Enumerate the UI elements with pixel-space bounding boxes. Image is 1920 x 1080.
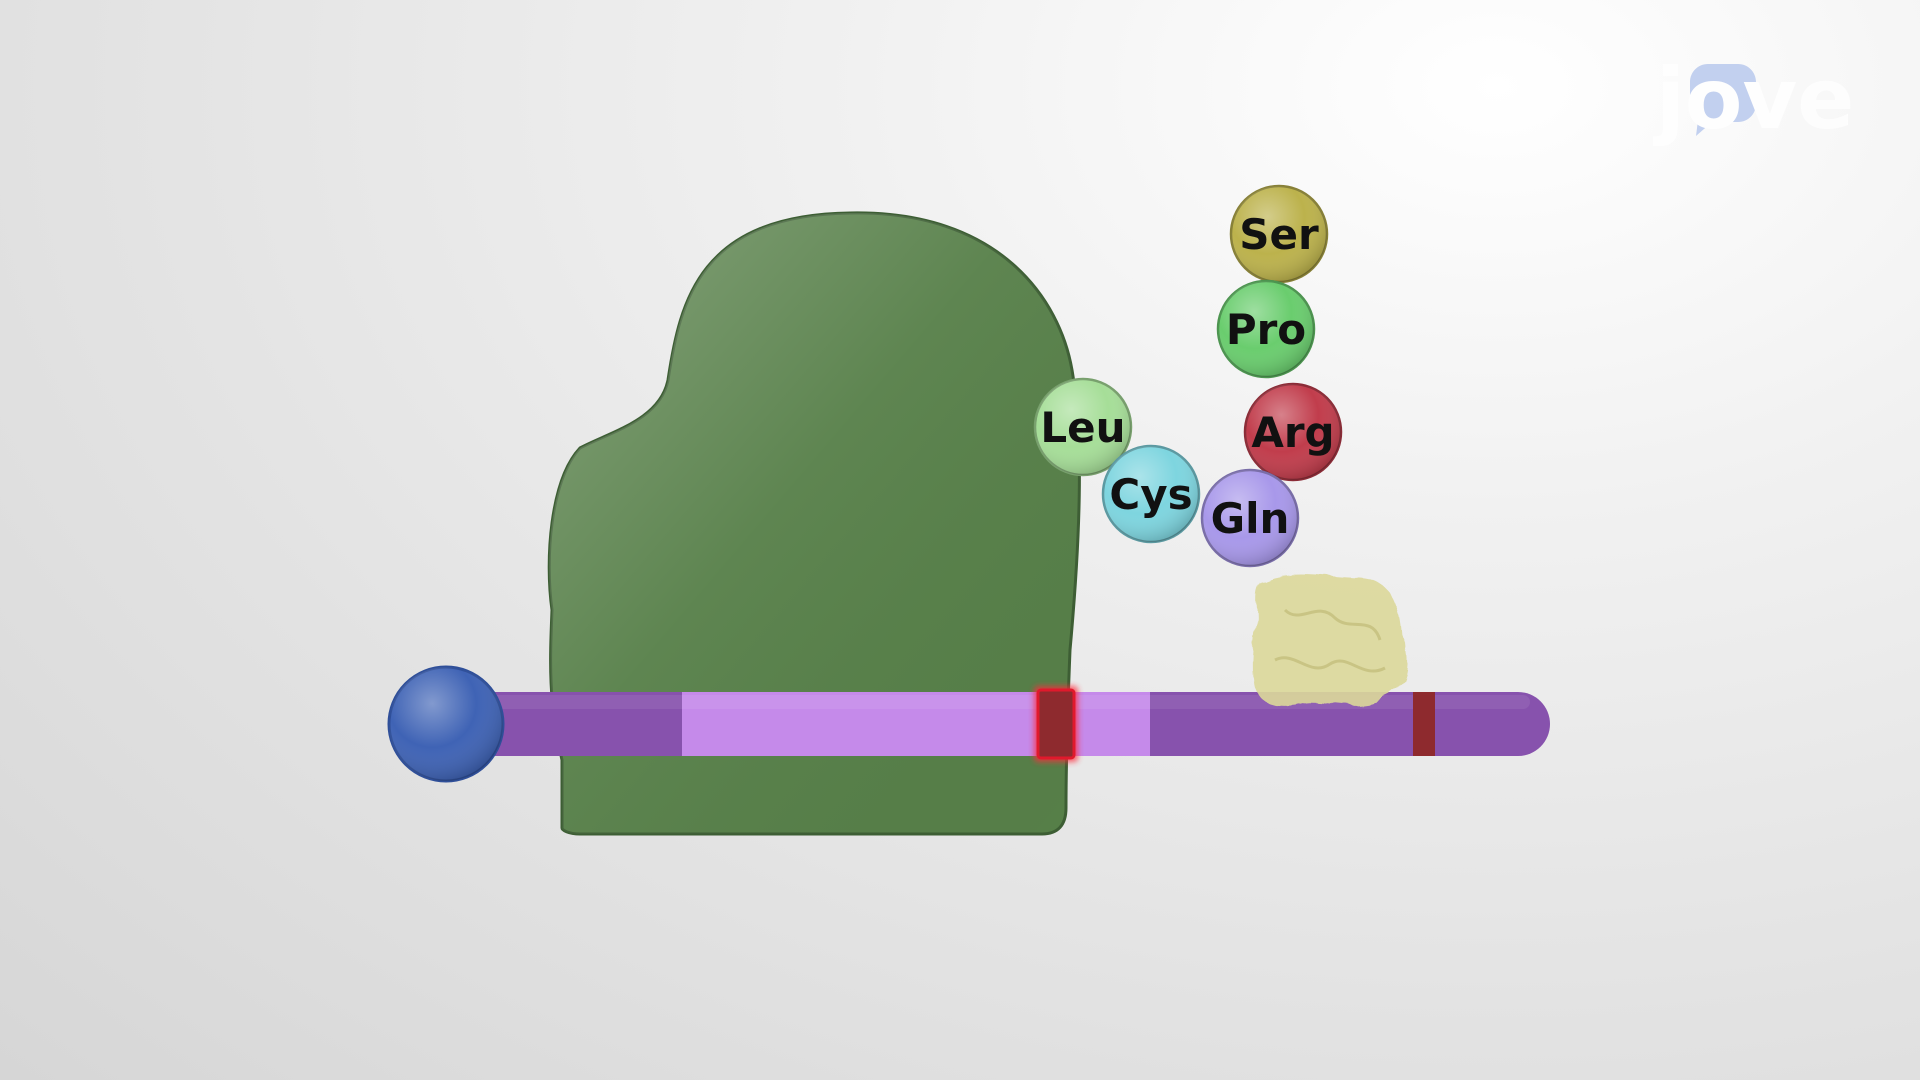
amino-acid-shade bbox=[1231, 186, 1327, 282]
ribosome-highlight bbox=[549, 212, 1080, 834]
amino-acid-shade bbox=[1202, 470, 1298, 566]
release-factor-texture bbox=[1274, 608, 1386, 673]
amino-acid-label: Cys bbox=[1109, 470, 1192, 519]
amino-acid-label: Leu bbox=[1040, 403, 1125, 452]
logo-speech-bubble-icon bbox=[1690, 64, 1756, 136]
mrna-cap-shade bbox=[389, 667, 503, 781]
ribosome bbox=[547, 211, 1081, 836]
release-factor-blob bbox=[1252, 574, 1408, 705]
mrna-strand bbox=[387, 665, 1550, 783]
amino-acid-ser: Ser bbox=[1229, 184, 1329, 284]
amino-acid-label: Gln bbox=[1211, 494, 1290, 543]
logo-wordmark: jove bbox=[1653, 50, 1854, 148]
amino-acid-label: Ser bbox=[1239, 210, 1319, 259]
amino-acid-pro: Pro bbox=[1216, 279, 1316, 379]
jove-logo: jove bbox=[1653, 50, 1854, 148]
amino-acid-shade bbox=[1218, 281, 1314, 377]
amino-acid-gln: Gln bbox=[1200, 468, 1300, 568]
codon-marker bbox=[1413, 692, 1435, 756]
stop-codon-marker bbox=[1036, 688, 1076, 760]
release-factor bbox=[1252, 574, 1408, 705]
amino-acid-leu: Leu bbox=[1033, 377, 1133, 477]
amino-acid-cys: Cys bbox=[1101, 444, 1201, 544]
amino-acid-label: Pro bbox=[1226, 305, 1306, 354]
amino-acid-arg: Arg bbox=[1243, 382, 1343, 482]
amino-acid-label: Arg bbox=[1251, 408, 1334, 457]
amino-acid-shade bbox=[1245, 384, 1341, 480]
amino-acid-shade bbox=[1103, 446, 1199, 542]
amino-acid-shade bbox=[1035, 379, 1131, 475]
